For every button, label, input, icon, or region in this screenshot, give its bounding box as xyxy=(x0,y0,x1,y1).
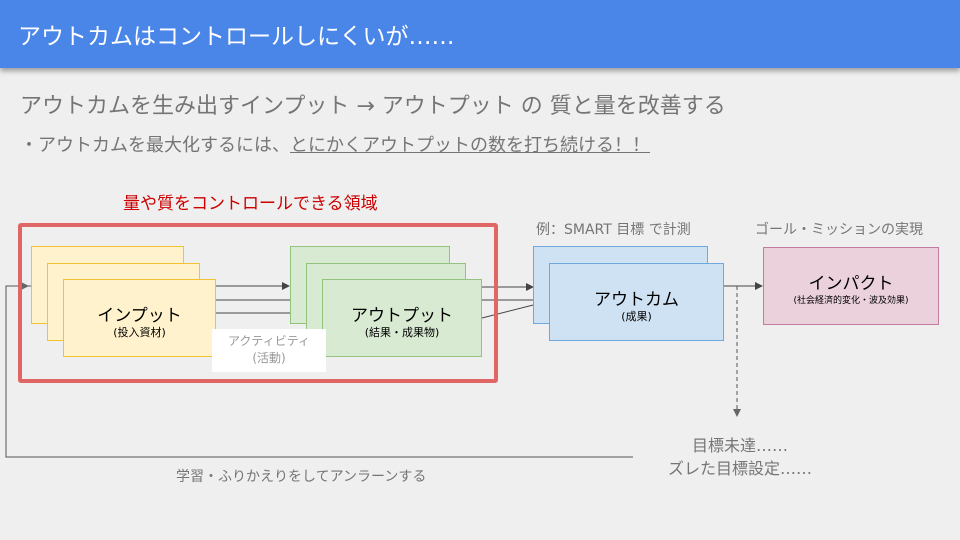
control-area-box xyxy=(18,223,498,383)
outcome-sub: (成果) xyxy=(621,310,652,323)
input-sub: (投入資材) xyxy=(113,326,166,339)
output-label: アウトプット xyxy=(351,306,453,326)
missed-line-2: ズレた目標設定…… xyxy=(667,459,812,478)
output-card: アウトプット (結果・成果物) xyxy=(322,279,482,357)
bullet-emphasis: とにかくアウトプットの数を打ち続ける！！ xyxy=(290,135,650,156)
activity-label: アクティビティ xyxy=(228,334,310,348)
feedback-loop-label: 学習・ふりかえりをしてアンラーンする xyxy=(176,469,427,485)
impact-label: インパクト xyxy=(808,274,894,294)
output-sub: (結果・成果物) xyxy=(364,326,440,339)
activity-box: アクティビティ (活動) xyxy=(212,329,326,372)
goal-label: ゴール・ミッションの実現 xyxy=(755,222,923,238)
slide-title: アウトカムはコントロールしにくいが…… xyxy=(18,24,455,50)
control-area-label: 量や質をコントロールできる領域 xyxy=(123,194,378,214)
subtitle: アウトカムを生み出すインプット → アウトプット の 質と量を改善する xyxy=(20,94,726,119)
impact-card: インパクト (社会経済的変化・波及効果) xyxy=(763,247,939,325)
bullet-point: ・アウトカムを最大化するには、とにかくアウトプットの数を打ち続ける！！ xyxy=(20,131,650,157)
smart-label: 例：SMART 目標 で計測 xyxy=(536,222,691,238)
input-card: インプット (投入資材) xyxy=(63,279,216,357)
input-label: インプット xyxy=(97,306,182,326)
title-bar: アウトカムはコントロールしにくいが…… xyxy=(0,0,960,68)
missed-line-1: 目標未達…… xyxy=(691,436,788,455)
missed-target-note: 目標未達…… ズレた目標設定…… xyxy=(650,434,830,480)
outcome-label: アウトカム xyxy=(594,290,679,310)
bullet-prefix: ・アウトカムを最大化するには、 xyxy=(20,135,290,156)
activity-sub: (活動) xyxy=(252,351,286,365)
outcome-card: アウトカム (成果) xyxy=(549,263,724,341)
impact-sub: (社会経済的変化・波及効果) xyxy=(793,296,909,306)
